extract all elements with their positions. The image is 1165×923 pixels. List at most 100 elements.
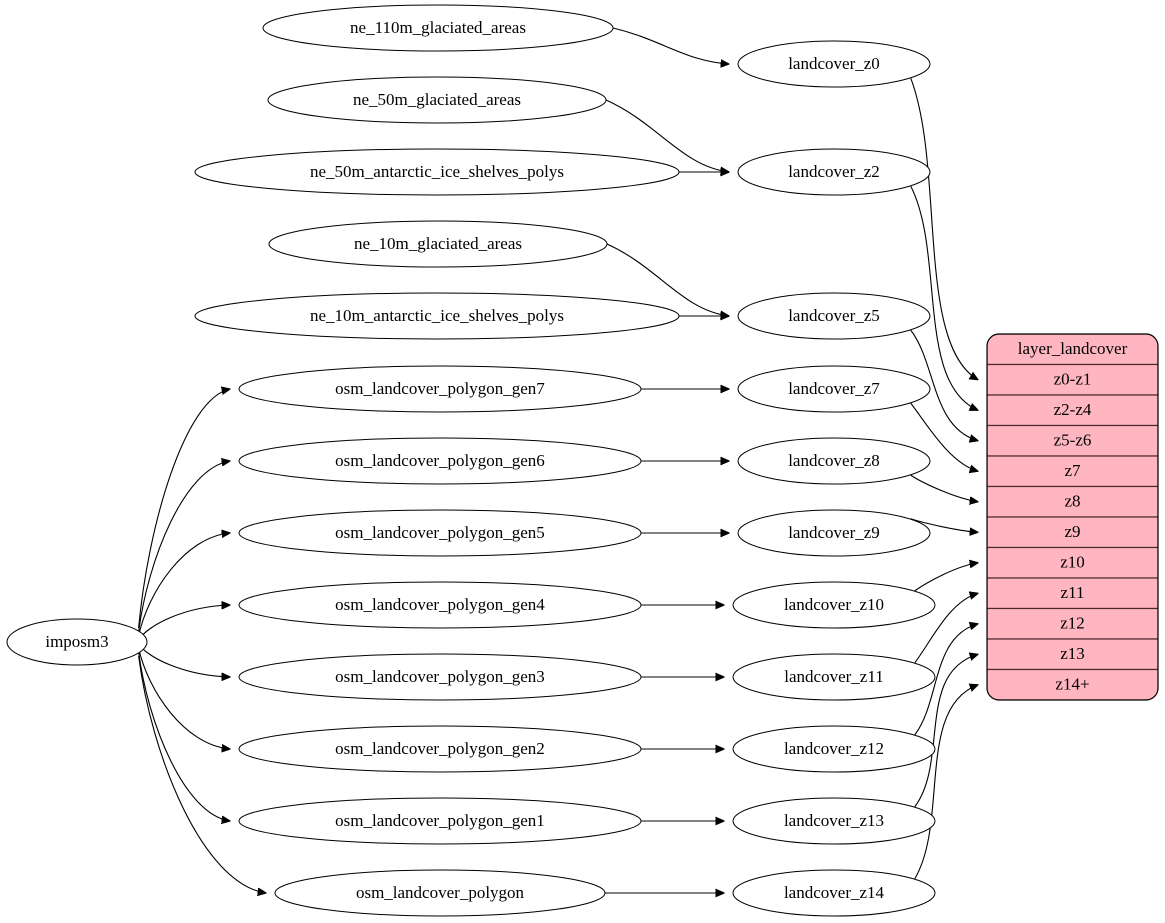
table-row-cell[interactable]	[987, 516, 1158, 549]
table-row-label: z2-z4	[1054, 400, 1092, 419]
table-header-label: layer_landcover	[1018, 339, 1128, 358]
node-shape	[238, 653, 642, 701]
layer-landcover-table: layer_landcoverz0-z1z2-z4z5-z6z7z8z9z10z…	[986, 333, 1159, 701]
edge-landcover_z12-to-z12	[914, 624, 978, 736]
edge-landcover_z8-to-z8	[910, 474, 978, 501]
node-shape	[238, 437, 642, 485]
node-label: landcover_z9	[788, 523, 880, 542]
node-shape	[732, 869, 936, 917]
table-outline	[986, 333, 1159, 701]
node-landcover_z10[interactable]: landcover_z10	[732, 581, 936, 629]
node-osm_landcover_polygon_gen4[interactable]: osm_landcover_polygon_gen4	[238, 581, 642, 629]
node-shape	[238, 365, 642, 413]
node-osm_landcover_polygon_gen2[interactable]: osm_landcover_polygon_gen2	[238, 725, 642, 773]
node-landcover_z14[interactable]: landcover_z14	[732, 869, 936, 917]
node-ne_10m_glaciated_areas[interactable]: ne_10m_glaciated_areas	[268, 220, 608, 268]
node-ne_10m_antarctic_ice_shelves_polys[interactable]: ne_10m_antarctic_ice_shelves_polys	[194, 292, 680, 340]
edge-ne_110m_glaciated_areas-to-landcover_z0	[612, 27, 729, 64]
node-landcover_z13[interactable]: landcover_z13	[732, 797, 936, 845]
node-label: osm_landcover_polygon_gen3	[335, 667, 545, 686]
node-shape	[238, 725, 642, 773]
table-row-cell[interactable]	[987, 577, 1158, 610]
node-landcover_z5[interactable]: landcover_z5	[737, 292, 931, 340]
edge-group	[138, 27, 978, 893]
node-landcover_z9[interactable]: landcover_z9	[737, 509, 931, 557]
node-label: landcover_z7	[788, 379, 880, 398]
table-row-label: z12	[1060, 614, 1085, 633]
node-shape	[732, 653, 936, 701]
node-shape	[194, 148, 680, 196]
node-label: ne_50m_antarctic_ice_shelves_polys	[310, 162, 564, 181]
node-osm_landcover_polygon_gen1[interactable]: osm_landcover_polygon_gen1	[238, 797, 642, 845]
node-ne_50m_antarctic_ice_shelves_polys[interactable]: ne_50m_antarctic_ice_shelves_polys	[194, 148, 680, 196]
table-row-label: z10	[1060, 553, 1085, 572]
edge-landcover_z14-to-z14+	[914, 685, 978, 880]
edge-imposm3-to-osm_landcover_polygon_gen6	[138, 461, 230, 633]
node-osm_landcover_polygon_gen3[interactable]: osm_landcover_polygon_gen3	[238, 653, 642, 701]
table-row-label: z0-z1	[1054, 370, 1092, 389]
node-shape	[737, 509, 931, 557]
edge-imposm3-to-osm_landcover_polygon_gen5	[138, 533, 230, 637]
node-osm_landcover_polygon[interactable]: osm_landcover_polygon	[274, 869, 606, 917]
node-shape	[732, 797, 936, 845]
node-label: landcover_z0	[788, 54, 880, 73]
node-label: landcover_z11	[784, 667, 883, 686]
edge-imposm3-to-osm_landcover_polygon_gen7	[138, 389, 230, 629]
node-label: osm_landcover_polygon_gen7	[335, 379, 545, 398]
node-label: landcover_z2	[788, 162, 880, 181]
node-shape	[6, 618, 148, 666]
node-landcover_z7[interactable]: landcover_z7	[737, 365, 931, 413]
node-shape	[238, 797, 642, 845]
node-shape	[238, 509, 642, 557]
edge-landcover_z7-to-z7	[910, 402, 978, 471]
table-row-cell[interactable]	[987, 363, 1158, 396]
table-row-label: z9	[1064, 522, 1080, 541]
table-row-label: z14+	[1055, 675, 1089, 694]
node-shape	[737, 40, 931, 88]
edge-landcover_z11-to-z11	[914, 593, 978, 664]
node-label: landcover_z10	[784, 595, 884, 614]
table-row-cell[interactable]	[987, 455, 1158, 488]
node-ne_50m_glaciated_areas[interactable]: ne_50m_glaciated_areas	[267, 76, 607, 124]
table-row-label: z13	[1060, 644, 1085, 663]
edge-imposm3-to-osm_landcover_polygon_gen1	[138, 651, 230, 821]
node-osm_landcover_polygon_gen5[interactable]: osm_landcover_polygon_gen5	[238, 509, 642, 557]
node-imposm3[interactable]: imposm3	[6, 618, 148, 666]
node-landcover_z12[interactable]: landcover_z12	[732, 725, 936, 773]
edge-landcover_z13-to-z13	[914, 654, 978, 808]
edge-ne_50m_glaciated_areas-to-landcover_z2	[605, 99, 729, 172]
node-label: landcover_z8	[788, 451, 880, 470]
node-landcover_z2[interactable]: landcover_z2	[737, 148, 931, 196]
table-row-cell[interactable]	[987, 546, 1158, 579]
node-shape	[737, 437, 931, 485]
node-landcover_z0[interactable]: landcover_z0	[737, 40, 931, 88]
edge-ne_10m_glaciated_areas-to-landcover_z5	[606, 243, 729, 316]
node-label: landcover_z5	[788, 306, 880, 325]
node-osm_landcover_polygon_gen6[interactable]: osm_landcover_polygon_gen6	[238, 437, 642, 485]
node-ne_110m_glaciated_areas[interactable]: ne_110m_glaciated_areas	[262, 4, 614, 52]
node-label: ne_50m_glaciated_areas	[353, 90, 521, 109]
table-row-cell[interactable]	[987, 394, 1158, 427]
node-shape	[194, 292, 680, 340]
node-label: osm_landcover_polygon_gen5	[335, 523, 545, 542]
node-label: imposm3	[45, 632, 108, 651]
node-label: landcover_z12	[784, 739, 884, 758]
node-landcover_z8[interactable]: landcover_z8	[737, 437, 931, 485]
table-row-cell[interactable]	[987, 638, 1158, 671]
node-label: ne_110m_glaciated_areas	[350, 18, 526, 37]
table-row-cell[interactable]	[987, 668, 1158, 701]
node-shape	[732, 581, 936, 629]
node-label: osm_landcover_polygon	[356, 883, 525, 902]
node-shape	[274, 869, 606, 917]
edge-imposm3-to-osm_landcover_polygon_gen4	[138, 605, 230, 641]
node-osm_landcover_polygon_gen7[interactable]: osm_landcover_polygon_gen7	[238, 365, 642, 413]
table-row-label: z5-z6	[1054, 431, 1092, 450]
node-landcover_z11[interactable]: landcover_z11	[732, 653, 936, 701]
table-row-label: z8	[1064, 492, 1080, 511]
node-group: imposm3 ne_110m_glaciated_areas ne_50m_gla…	[6, 4, 936, 917]
node-shape	[732, 725, 936, 773]
node-shape	[737, 292, 931, 340]
node-shape	[268, 220, 608, 268]
node-label: ne_10m_glaciated_areas	[354, 234, 522, 253]
